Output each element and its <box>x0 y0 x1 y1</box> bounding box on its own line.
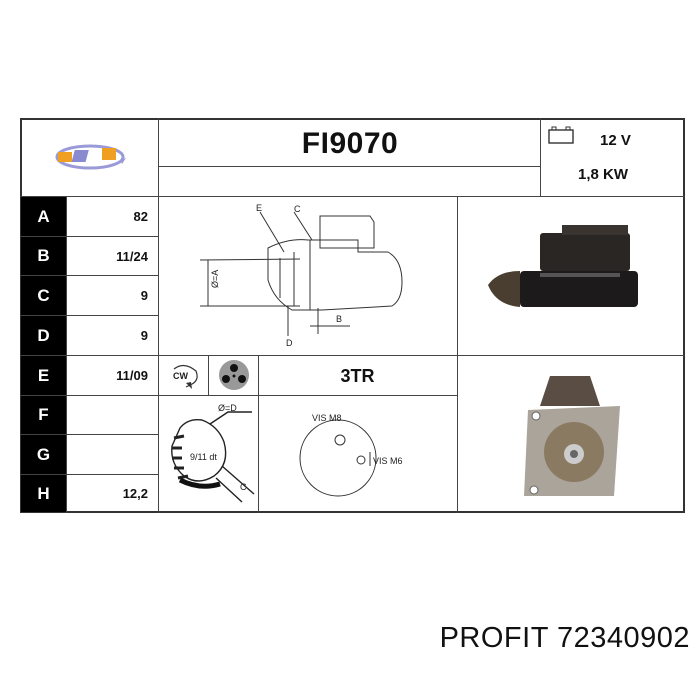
dim-value-g <box>66 435 154 474</box>
screw-m8-label: VIS M8 <box>312 413 342 423</box>
drawing-label-b: B <box>336 314 342 324</box>
pst-logo-icon <box>55 144 126 170</box>
starter-front-photo <box>520 372 630 500</box>
divider <box>20 395 457 396</box>
divider <box>258 355 259 513</box>
dim-value-b: 11/24 <box>116 248 148 264</box>
brand-name: PROFIT <box>439 622 549 654</box>
divider <box>20 434 158 435</box>
mounting-type-label: 3TR <box>340 365 375 386</box>
divider <box>20 474 158 475</box>
flange-bolt-pattern-drawing: VIS M8 VIS M6 <box>290 400 450 512</box>
rotation-label: CW <box>173 371 188 381</box>
product-code: 72340902 <box>556 622 690 654</box>
screw-m6-label: VIS M6 <box>373 456 403 466</box>
dim-label-a: A <box>21 197 66 236</box>
pinion-diameter-label: Ø=D <box>218 403 237 413</box>
dim-value-h: 12,2 <box>122 486 148 501</box>
three-pin-connector-icon <box>217 359 251 391</box>
dim-label-h: H <box>21 475 66 512</box>
divider <box>208 355 209 395</box>
dim-label-g: G <box>21 435 66 474</box>
power-value: 1,8 KW <box>578 166 629 183</box>
dim-label-d: D <box>21 316 66 355</box>
pst-logo <box>50 138 130 178</box>
dim-label-b: B <box>21 237 66 275</box>
drawing-label-a: Ø=A <box>210 270 220 288</box>
divider <box>20 275 158 276</box>
divider <box>20 236 158 237</box>
dim-label-c: C <box>21 276 66 315</box>
dim-label-e: E <box>21 356 66 395</box>
dim-label-f: F <box>21 396 66 434</box>
dim-value-e: 11/09 <box>116 368 148 383</box>
drawing-label-c: C <box>294 204 301 214</box>
divider <box>66 196 67 513</box>
divider <box>158 118 159 513</box>
dim-value-d: 9 <box>140 328 148 343</box>
divider <box>20 196 685 197</box>
dim-value-c: 9 <box>140 288 148 303</box>
pinion-c-label: C <box>240 482 247 492</box>
divider <box>540 118 541 196</box>
battery-icon <box>548 126 574 144</box>
pinion-teeth-label: 9/11 dt <box>190 452 217 462</box>
dim-value-a: 82 <box>133 209 148 224</box>
drawing-label-d: D <box>286 338 293 348</box>
pinion-gear-drawing: Ø=D 9/11 dt C <box>160 398 256 510</box>
drawing-label-e: E <box>256 203 262 213</box>
divider <box>20 355 685 356</box>
divider <box>20 315 158 316</box>
starter-technical-drawing: E C Ø=A B D <box>160 198 456 354</box>
divider <box>158 166 540 167</box>
footer-product-code: PROFIT 72340902 <box>440 622 690 655</box>
part-number-title: FI9070 <box>301 127 399 160</box>
clockwise-rotation-icon: CW <box>168 361 202 389</box>
dim-value-f <box>66 396 154 434</box>
starter-side-photo <box>480 215 640 315</box>
voltage-value: 12 V <box>600 132 631 149</box>
divider <box>457 196 458 513</box>
